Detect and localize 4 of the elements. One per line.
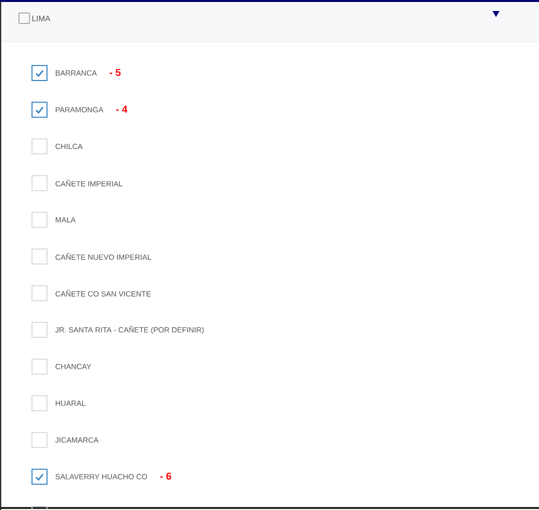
count-note: - 5 <box>110 69 121 76</box>
count-note: - 6 <box>160 472 172 480</box>
checkbox-label: LIMA <box>32 16 50 22</box>
count-note: - 4 <box>116 106 128 113</box>
